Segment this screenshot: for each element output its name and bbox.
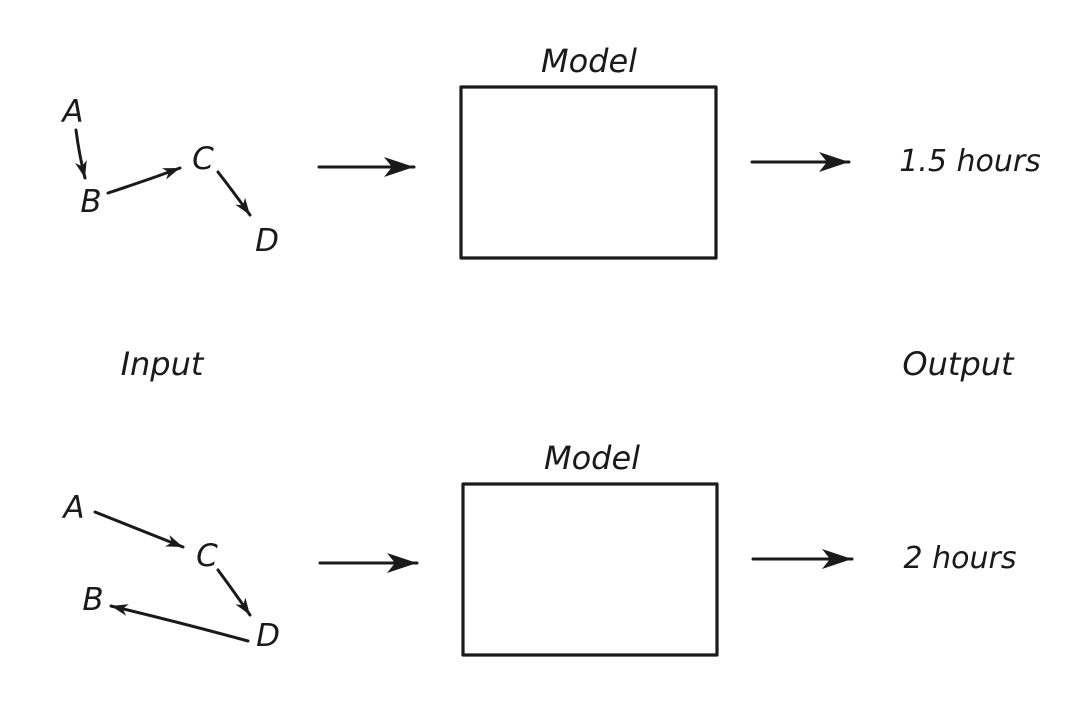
graph1-node-a-label: A (60, 94, 83, 130)
row-2: A B C D Model 2 hours (61, 439, 1017, 657)
graph2-edge-d-to-b-arrow (109, 604, 250, 643)
graph2-node-a-label: A (61, 490, 84, 526)
graph1-node-c-label: C (192, 141, 214, 177)
graph1-edge-c-to-d-arrow (216, 170, 252, 217)
row2-model-label: Model (544, 439, 640, 477)
input-caption: Input (121, 345, 205, 383)
row1-model-label: Model (541, 42, 637, 80)
row2-model-box (461, 482, 719, 657)
graph1-edge-b-to-c-arrow (106, 166, 182, 195)
row2-output-value: 2 hours (904, 541, 1017, 576)
graph2-edge-c-to-d-arrow (216, 568, 252, 617)
graph1-edge-a-to-b-arrow (74, 128, 87, 180)
input-graph-1: A B C D (60, 94, 279, 259)
graph2-node-c-label: C (196, 538, 218, 574)
graph1-node-d-label: D (255, 223, 279, 259)
row1-output-value: 1.5 hours (899, 144, 1041, 179)
graph2-edge-a-to-c-arrow (93, 510, 185, 549)
row1-model-box (459, 85, 718, 260)
row-1: A B C D Model 1.5 hours (60, 42, 1041, 260)
graph2-node-b-label: B (82, 582, 103, 618)
output-caption: Output (902, 345, 1015, 383)
input-graph-2: A B C D (61, 490, 280, 654)
graph2-node-d-label: D (256, 618, 280, 654)
graph1-node-b-label: B (80, 184, 101, 220)
